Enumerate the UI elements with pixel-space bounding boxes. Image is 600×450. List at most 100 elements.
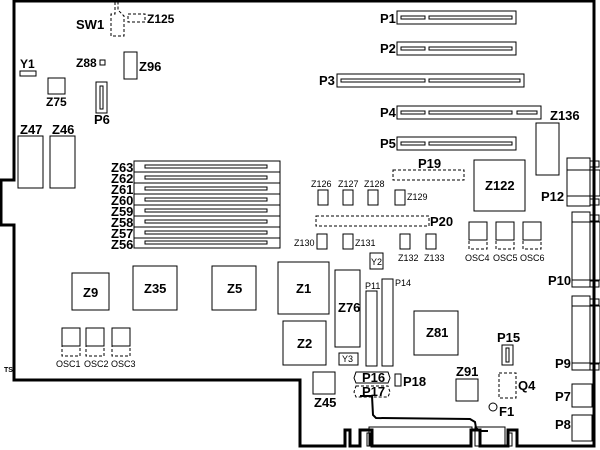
osc4-oscillator: OSC4 — [465, 221, 490, 263]
z128-label: Z128 — [364, 179, 385, 189]
bottom-edge-connector — [366, 426, 513, 447]
y1-label: Y1 — [20, 57, 35, 71]
z125-chip — [127, 13, 146, 23]
z96-chip — [123, 51, 138, 80]
svg-text:OSC2: OSC2 — [84, 359, 109, 369]
p19-connector — [392, 169, 465, 181]
z132-chip — [399, 233, 411, 250]
svg-text:Z62: Z62 — [111, 171, 133, 186]
p6-connector — [95, 81, 108, 114]
z133-label: Z133 — [424, 253, 445, 263]
svg-text:P4: P4 — [380, 105, 397, 120]
p7-connector: P7 — [555, 383, 593, 408]
z35-chip — [132, 265, 178, 311]
svg-text:P9: P9 — [555, 356, 571, 371]
svg-text:Z63: Z63 — [111, 160, 133, 175]
z136-label: Z136 — [550, 108, 580, 123]
q4-transistor — [498, 372, 517, 399]
z130-label: Z130 — [294, 238, 315, 248]
expansion-slot-p3: P3 — [319, 73, 525, 88]
sw1-switch — [110, 2, 125, 37]
svg-text:Z58: Z58 — [111, 215, 133, 230]
svg-text:OSC1: OSC1 — [56, 359, 81, 369]
svg-text:P7: P7 — [555, 389, 571, 404]
p15-label: P15 — [497, 330, 520, 345]
z91-chip — [455, 378, 479, 402]
z2-chip — [282, 320, 327, 366]
svg-text:P3: P3 — [319, 73, 335, 88]
z126-chip — [317, 189, 329, 206]
osc2-oscillator: OSC2 — [84, 327, 109, 369]
p11-connector — [365, 290, 378, 367]
p16-label: P16 — [362, 370, 385, 385]
p17-label: P17 — [362, 384, 385, 399]
z122-chip — [473, 159, 526, 212]
z5-label: Z5 — [227, 281, 242, 296]
z45-chip — [312, 371, 336, 395]
p6-label: P6 — [94, 112, 110, 127]
z127-chip — [342, 189, 354, 206]
osc3-oscillator: OSC3 — [111, 327, 136, 369]
z1-chip — [277, 261, 330, 315]
y2-label: Y2 — [371, 257, 382, 267]
z2-label: Z2 — [297, 336, 312, 351]
p17-cable — [360, 395, 488, 432]
p12-connector: P12 — [541, 157, 600, 207]
svg-text:P12: P12 — [541, 189, 564, 204]
z136-chip — [535, 122, 560, 176]
z81-chip — [413, 310, 459, 356]
p20-connector — [315, 215, 430, 227]
p14-label: P14 — [395, 278, 411, 288]
q4-label: Q4 — [518, 378, 536, 393]
z129-label: Z129 — [407, 192, 428, 202]
z76-chip — [334, 269, 361, 348]
svg-text:P5: P5 — [380, 136, 396, 151]
svg-text:P8: P8 — [555, 417, 571, 432]
svg-text:P1: P1 — [380, 11, 396, 26]
svg-text:OSC6: OSC6 — [520, 253, 545, 263]
z91-label: Z91 — [456, 364, 478, 379]
svg-text:OSC3: OSC3 — [111, 359, 136, 369]
svg-text:Z56: Z56 — [111, 237, 133, 252]
p15-connector — [501, 344, 514, 366]
z129-chip — [394, 189, 406, 206]
memory-sockets: Z63 Z62 Z61 Z60 Z59 Z58 Z57 Z56 — [111, 160, 281, 252]
z1-label: Z1 — [296, 281, 311, 296]
p20-label: P20 — [430, 214, 453, 229]
z47-label: Z47 — [20, 122, 42, 137]
p14-connector — [381, 278, 394, 367]
y2-crystal — [369, 252, 384, 270]
expansion-slot-p1: P1 — [380, 10, 517, 26]
z122-label: Z122 — [485, 178, 515, 193]
memory-socket-z61: Z61 — [111, 182, 281, 197]
z131-chip — [342, 233, 354, 250]
z81-label: Z81 — [426, 325, 448, 340]
expansion-slot-p2: P2 — [380, 41, 517, 56]
svg-text:Z57: Z57 — [111, 226, 133, 241]
svg-text:Z61: Z61 — [111, 182, 133, 197]
p17-connector — [353, 385, 391, 398]
p18-connector — [394, 373, 402, 387]
z96-label: Z96 — [139, 59, 161, 74]
z132-label: Z132 — [398, 253, 419, 263]
osc5-oscillator: OSC5 — [493, 221, 518, 263]
memory-socket-z63: Z63 — [111, 160, 281, 175]
z5-chip — [211, 265, 257, 311]
z88-chip — [99, 59, 106, 66]
z131-label: Z131 — [355, 238, 376, 248]
expansion-slot-p4: P4 — [380, 105, 542, 120]
z75-chip — [47, 77, 66, 95]
f1-label: F1 — [499, 404, 514, 419]
z75-label: Z75 — [46, 95, 67, 109]
z46-chip — [49, 135, 76, 189]
p11-label: P11 — [365, 281, 380, 291]
osc1-oscillator: OSC1 — [56, 327, 81, 369]
z88-label: Z88 — [76, 56, 97, 70]
ts-mark: TS — [4, 367, 13, 374]
svg-text:P10: P10 — [548, 273, 571, 288]
memory-socket-z56: Z56 — [111, 237, 281, 252]
z9-label: Z9 — [83, 285, 98, 300]
z35-label: Z35 — [144, 281, 166, 296]
memory-socket-z57: Z57 — [111, 226, 281, 241]
